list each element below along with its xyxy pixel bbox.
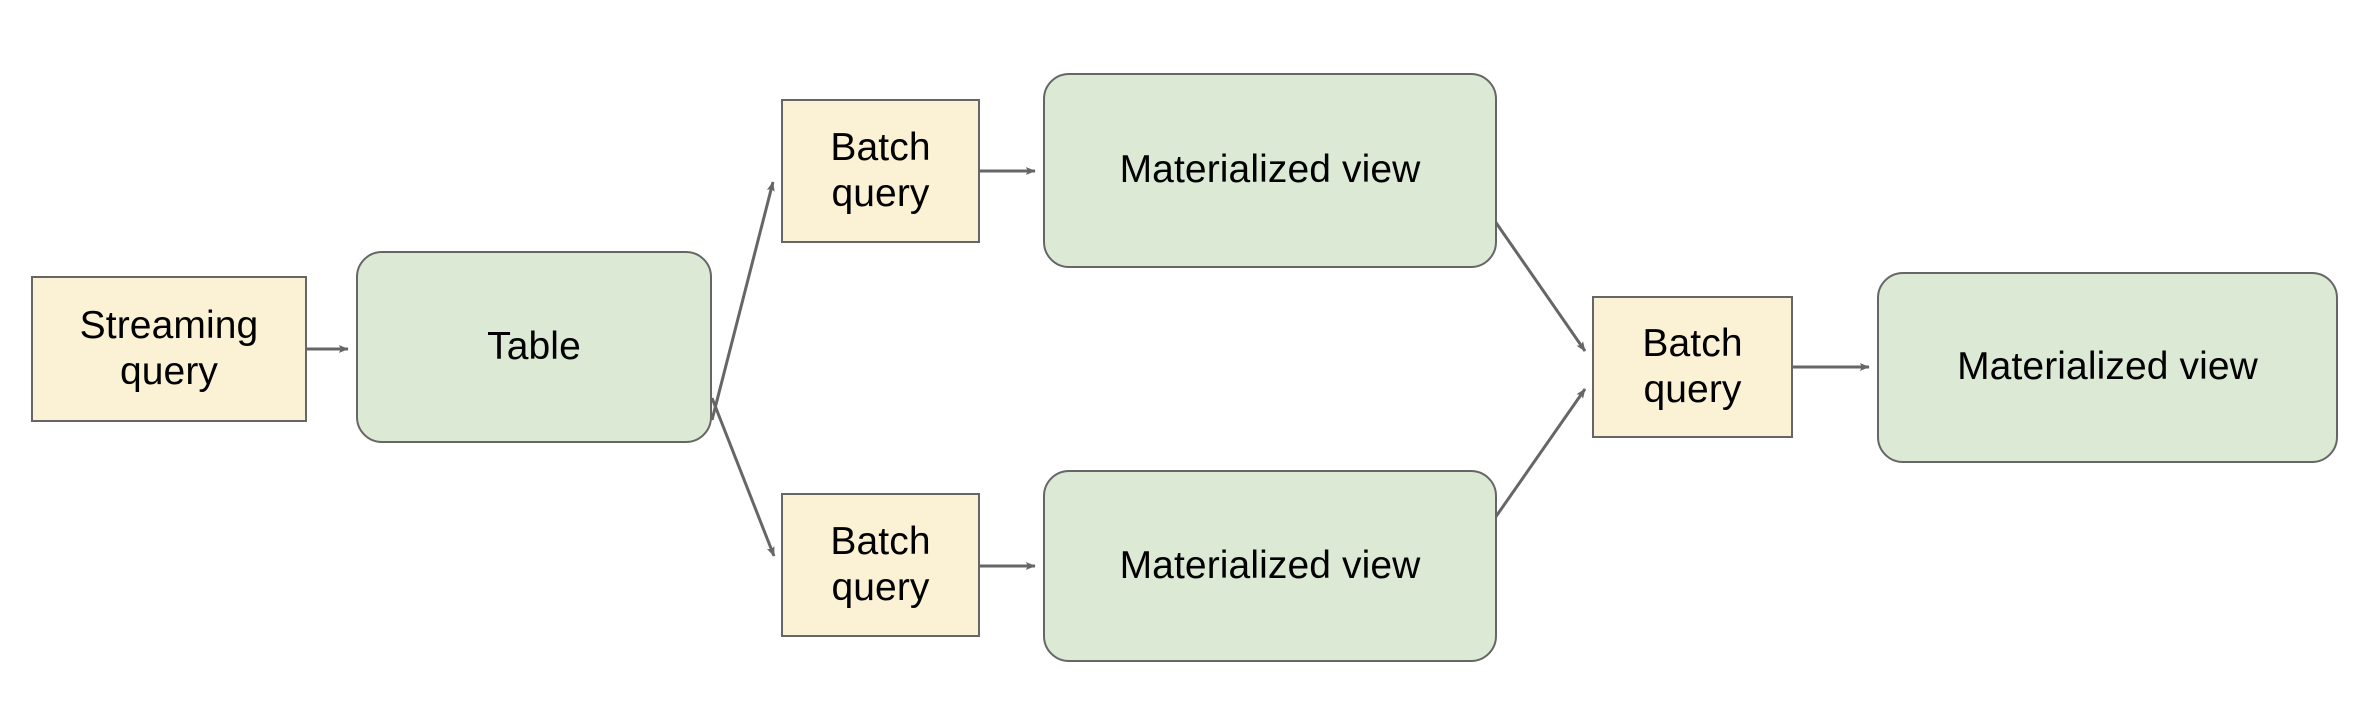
node-table[interactable]: Table [356, 251, 712, 443]
node-batch-query-bottom[interactable]: Batch query [781, 493, 980, 637]
node-streaming-query[interactable]: Streaming query [31, 276, 307, 422]
node-materialized-view-top[interactable]: Materialized view [1043, 73, 1497, 268]
node-materialized-view-bottom[interactable]: Materialized view [1043, 470, 1497, 662]
node-batch-query-top[interactable]: Batch query [781, 99, 980, 243]
node-materialized-view-final[interactable]: Materialized view [1877, 272, 2338, 463]
edge-table-to-batch-query-top [710, 181, 775, 421]
edge-table-to-batch-query-bottom [710, 397, 776, 557]
node-batch-query-join[interactable]: Batch query [1592, 296, 1793, 438]
